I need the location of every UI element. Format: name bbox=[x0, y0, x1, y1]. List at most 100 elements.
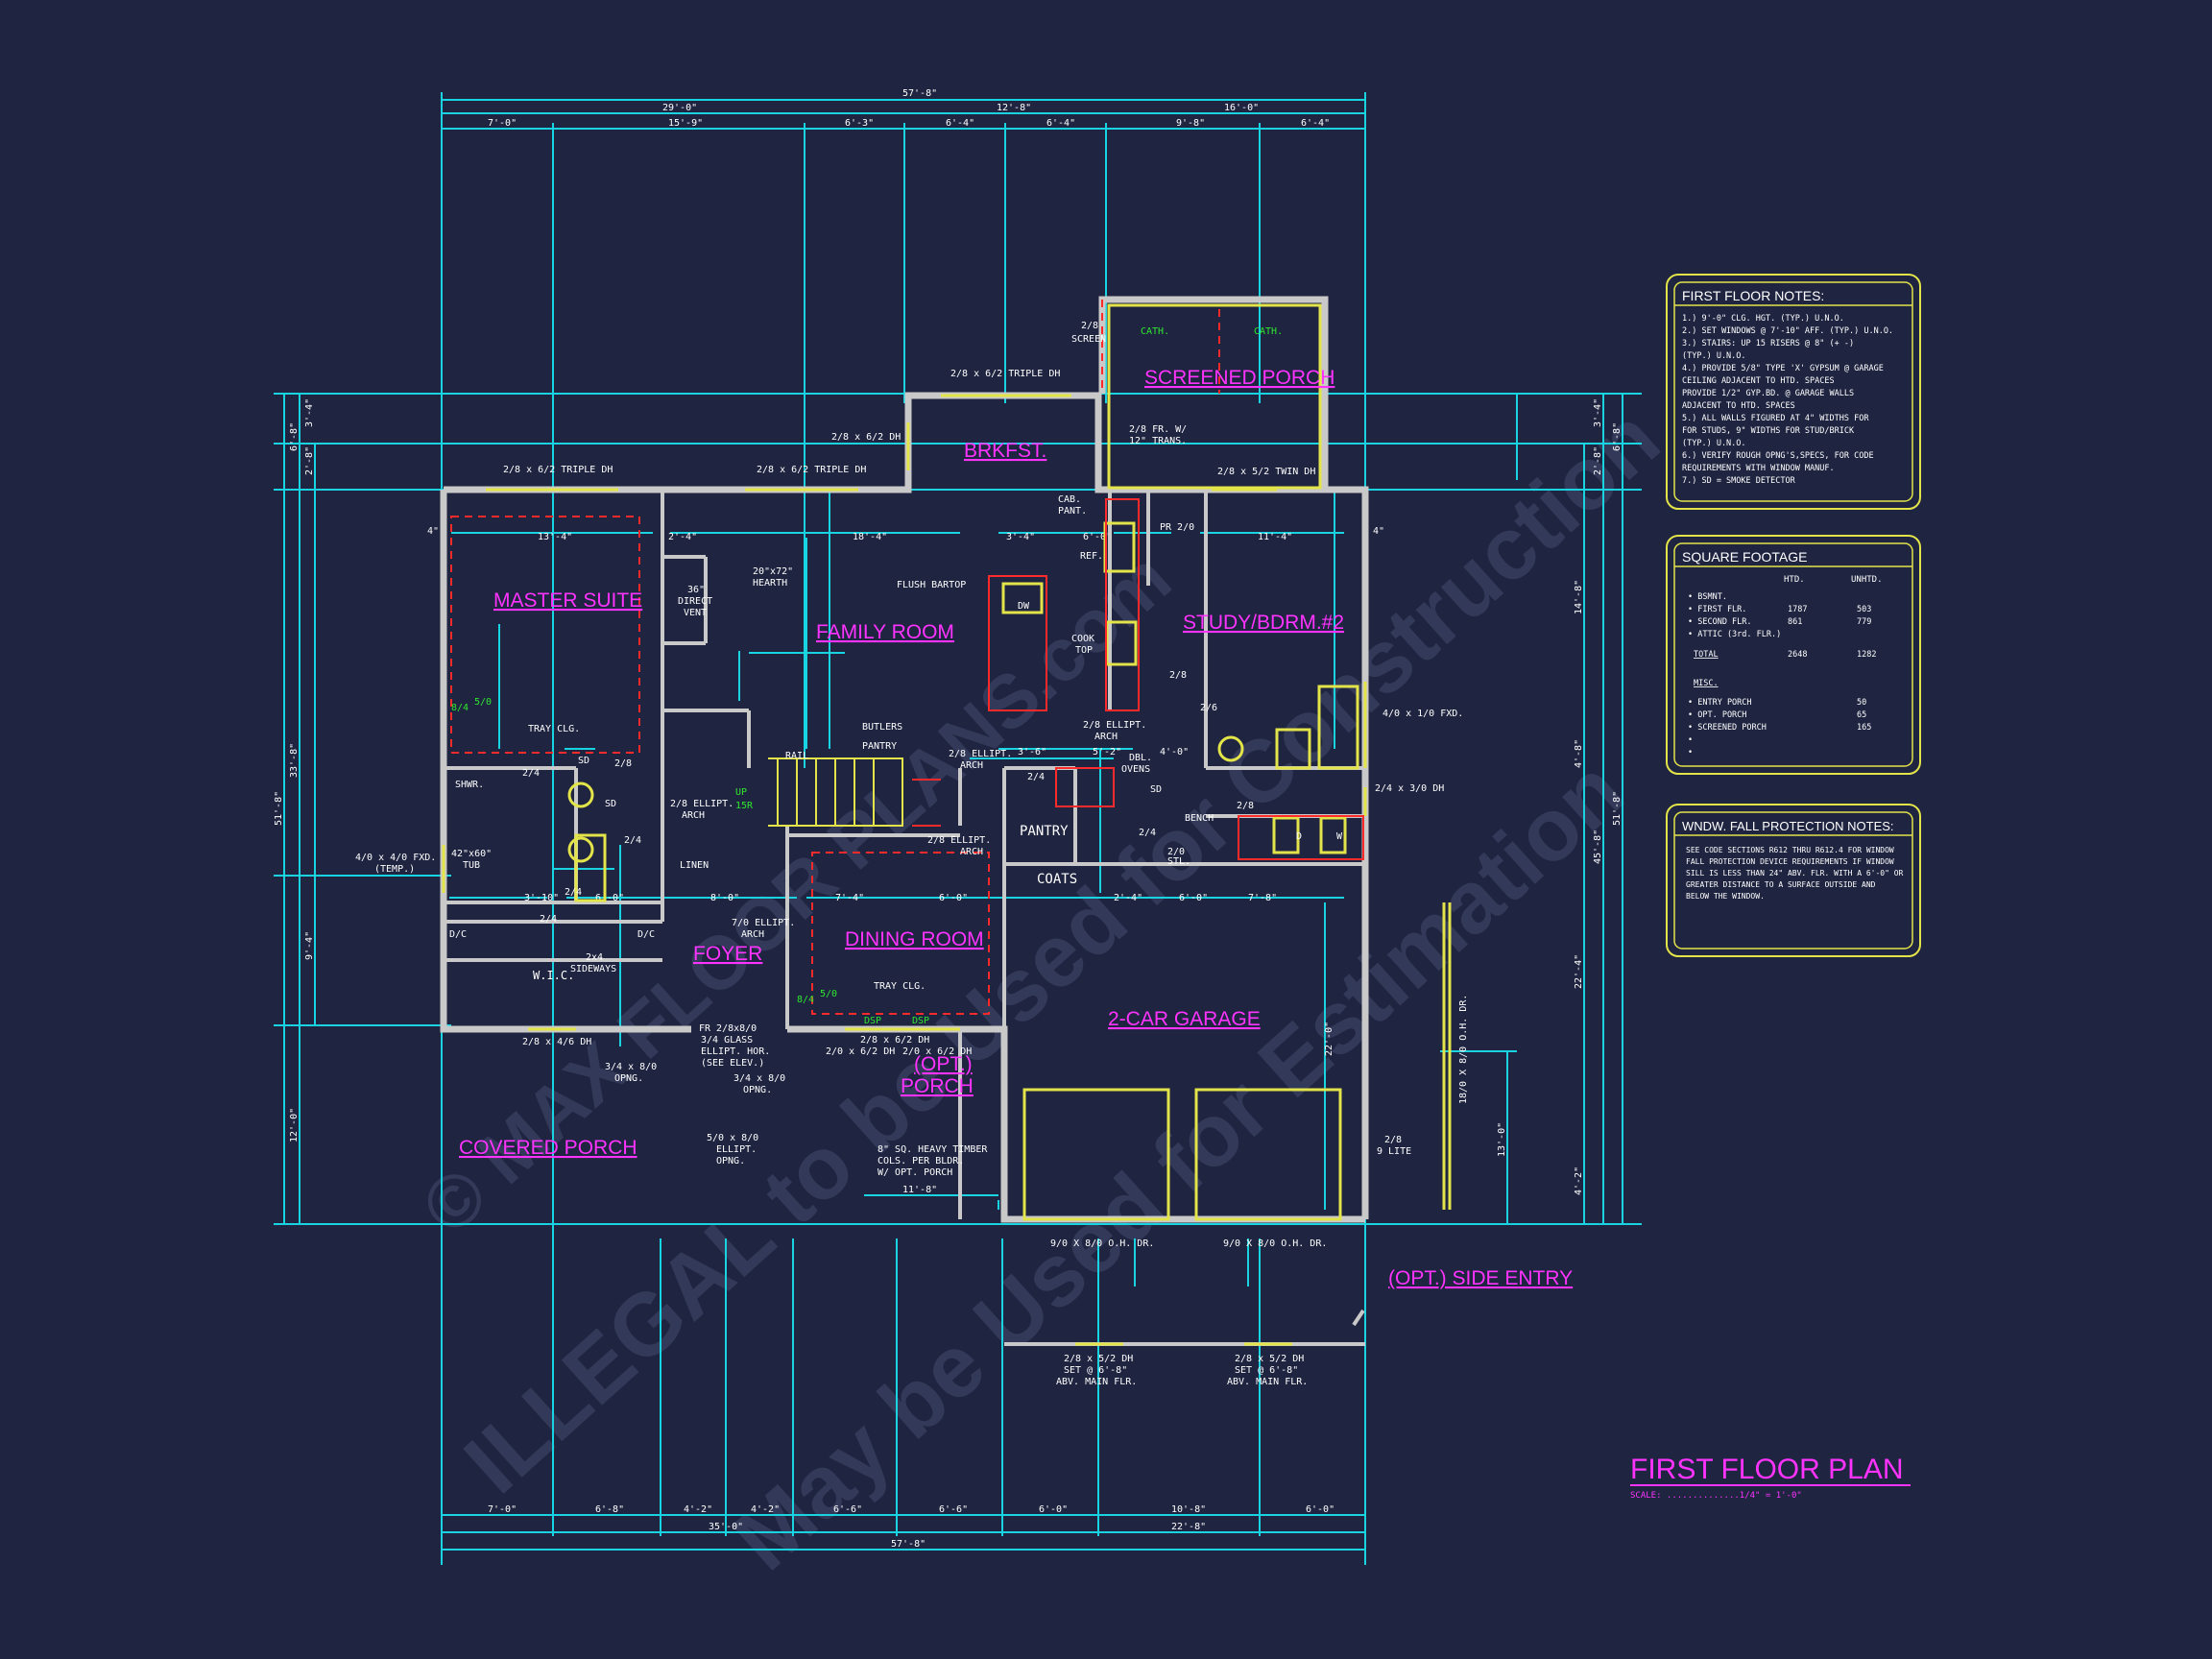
room-labels: MASTER SUITE FAMILY ROOM BRKFST. SCREENE… bbox=[459, 367, 1573, 1289]
callout-opng2b: OPNG. bbox=[743, 1085, 772, 1095]
callout-dw: DW bbox=[1018, 601, 1030, 612]
notes-line: (TYP.) U.N.O. bbox=[1682, 439, 1746, 448]
dim-left-a: 6'-8" bbox=[289, 422, 300, 451]
callout-pantry: PANTRY bbox=[1020, 824, 1069, 839]
notes-line: 6.) VERIFY ROUGH OPNG'S,SPECS, FOR CODE bbox=[1682, 451, 1874, 461]
sqft-misc-label: • bbox=[1688, 748, 1693, 757]
fall-title: WNDW. FALL PROTECTION NOTES: bbox=[1682, 819, 1894, 833]
dim-right-d: 2'-8" bbox=[1593, 446, 1603, 475]
room-label-master-suite: MASTER SUITE bbox=[493, 589, 642, 612]
callout-side-dh2b: SET @ 6'-8" bbox=[1235, 1365, 1298, 1376]
callout-dining-dh3: 2/8 x 6/2 DH bbox=[860, 1035, 929, 1046]
dim-22-0: 22'-0" bbox=[1324, 1022, 1334, 1056]
callout-cath1: CATH. bbox=[1141, 326, 1169, 337]
callout-opng2a: 3/4 x 8/0 bbox=[733, 1073, 785, 1084]
callout-rail: RAIL bbox=[785, 751, 808, 761]
callout-timber2: COLS. PER BLDR. bbox=[878, 1156, 964, 1166]
callout-door-5-0b: 5/0 bbox=[820, 989, 837, 999]
first-floor-notes-panel: FIRST FLOOR NOTES: 1.) 9'-0" CLG. HGT. (… bbox=[1666, 274, 1921, 510]
notes-line: 1.) 9'-0" CLG. HGT. (TYP.) U.N.O. bbox=[1682, 314, 1844, 324]
callout-bench: BENCH bbox=[1185, 813, 1214, 824]
dim-bot-7: 7'-0" bbox=[488, 1504, 517, 1515]
callout-fr-trans2: 12" TRANS. bbox=[1129, 436, 1187, 446]
callout-sideways1: 2x4 bbox=[586, 952, 603, 963]
sqft-misc-label: • SCREENED PORCH bbox=[1688, 723, 1767, 733]
sqft-misc-label: • OPT. PORCH bbox=[1688, 710, 1746, 720]
callout-win-study: 2/8 x 5/2 TWIN DH bbox=[1217, 467, 1315, 477]
dimension-lines bbox=[274, 92, 1642, 1565]
callout-dbl1: DBL. bbox=[1129, 753, 1152, 763]
dim-bot-6-6a: 6'-6" bbox=[833, 1504, 862, 1515]
dim-left-d: 12'-0" bbox=[289, 1108, 300, 1142]
dim-right-g: 22'-4" bbox=[1574, 954, 1584, 989]
notes-line: (TYP.) U.N.O. bbox=[1682, 351, 1746, 361]
dim-4-a: 4" bbox=[427, 526, 439, 537]
callout-cook2: TOP bbox=[1075, 645, 1093, 656]
title-block: FIRST FLOOR PLAN SCALE: ..............1/… bbox=[1630, 1454, 1911, 1501]
callout-side-oh: 18/0 X 8/0 O.H. DR. bbox=[1458, 995, 1469, 1104]
dim-2-4-b: 2'-4" bbox=[1114, 893, 1142, 903]
square-footage-panel: SQUARE FOOTAGE HTD. UNHTD. • BSMNT.• FIR… bbox=[1666, 535, 1921, 775]
dim-2-4: 2'-4" bbox=[668, 532, 697, 542]
callout-door-2-0: 2/0 bbox=[1167, 847, 1185, 857]
sqft-misc-label: • bbox=[1688, 735, 1693, 745]
dim-top-6-4a: 6'-4" bbox=[946, 118, 974, 129]
callout-coats: COATS bbox=[1037, 872, 1077, 887]
callout-laundry-d: D bbox=[1296, 831, 1302, 842]
callout-cab2: PANT. bbox=[1058, 506, 1087, 517]
callout-tray-clg2: TRAY CLG. bbox=[874, 981, 926, 992]
callout-dh-right-2: 2/8 bbox=[1237, 801, 1254, 811]
callout-dc1: D/C bbox=[449, 929, 467, 940]
callout-front-door2: 3/4 GLASS bbox=[701, 1035, 753, 1046]
callout-front-door4: (SEE ELEV.) bbox=[701, 1058, 764, 1069]
notes-line: 5.) ALL WALLS FIGURED AT 4" WIDTHS FOR bbox=[1682, 414, 1869, 423]
dim-bot-6-8: 6'-8" bbox=[595, 1504, 624, 1515]
callout-ellipt-opng2: ELLIPT. bbox=[716, 1144, 757, 1155]
callout-arch-c1: 2/8 ELLIPT. bbox=[1083, 720, 1146, 731]
callout-door-stl: STL. bbox=[1167, 856, 1190, 867]
room-label-garage: 2-CAR GARAGE bbox=[1108, 1008, 1261, 1030]
callout-door-2-4: 2/4 bbox=[522, 768, 540, 779]
dim-top-6-3: 6'-3" bbox=[845, 118, 874, 129]
callout-vent3: VENT bbox=[684, 608, 707, 618]
callout-dh-right: 2/4 x 3/0 DH bbox=[1375, 783, 1444, 794]
dimension-text: 57'-8" 29'-0" 12'-8" 16'-0" 7'-0" 15'-9"… bbox=[274, 88, 1623, 1550]
dim-6-0-c: 6'-0" bbox=[1179, 893, 1208, 903]
notes-lines: 1.) 9'-0" CLG. HGT. (TYP.) U.N.O.2.) SET… bbox=[1682, 314, 1893, 486]
callout-opng1a: 3/4 x 8/0 bbox=[605, 1062, 657, 1072]
callout-ellipt-opng1: 5/0 x 8/0 bbox=[707, 1133, 758, 1143]
sqft-row-unhtd: 779 bbox=[1857, 617, 1871, 627]
dim-6-0-d: 6'-0" bbox=[595, 893, 624, 903]
callout-arch-b1: 2/8 ELLIPT. bbox=[949, 749, 1012, 759]
callout-arch-c2: ARCH bbox=[1094, 732, 1118, 742]
plan-scale: SCALE: ..............1/4" = 1'-0" bbox=[1630, 1491, 1802, 1501]
fall-line: SEE CODE SECTIONS R612 THRU R612.4 FOR W… bbox=[1686, 846, 1894, 854]
callout-lite2: 9 LITE bbox=[1377, 1146, 1411, 1157]
callout-door-8-4: 8/4 bbox=[451, 703, 469, 713]
callout-side-dh1c: ABV. MAIN FLR. bbox=[1056, 1377, 1137, 1387]
room-label-porch: PORCH bbox=[901, 1075, 974, 1097]
callout-dh-mwic: 2/8 x 4/6 DH bbox=[522, 1037, 591, 1047]
sqft-misc-value: 165 bbox=[1857, 723, 1871, 733]
dim-top-7: 7'-0" bbox=[488, 118, 517, 129]
room-label-dining: DINING ROOM bbox=[845, 928, 984, 950]
callout-garage-door2: 9/0 X 8/0 O.H. DR. bbox=[1223, 1238, 1327, 1249]
kitchen-counter bbox=[912, 498, 1364, 860]
dim-top-6-4c: 6'-4" bbox=[1301, 118, 1330, 129]
callout-dining-dh1: 2/0 x 6/2 DH bbox=[826, 1046, 895, 1057]
callout-win-fam: 2/8 x 6/2 DH bbox=[831, 432, 901, 443]
notes-line: REQUIREMENTS WITH WINDOW MANUF. bbox=[1682, 464, 1835, 473]
callout-screen2: SCREEN bbox=[1071, 334, 1106, 345]
dim-11-4: 11'-4" bbox=[1258, 532, 1292, 542]
callout-timber1: 8" SQ. HEAVY TIMBER bbox=[878, 1144, 988, 1155]
dim-left-b: 3'-4" bbox=[304, 398, 315, 427]
callout-door-2-4-c: 2/4 bbox=[624, 835, 641, 846]
sqft-title: SQUARE FOOTAGE bbox=[1682, 549, 1807, 565]
dim-3-6: 3'-6" bbox=[1018, 747, 1046, 757]
callout-vent1: 36" bbox=[687, 585, 705, 595]
dim-6-0: 6'-0" bbox=[1083, 532, 1112, 542]
callout-dsp2: DSP bbox=[912, 1016, 929, 1026]
sqft-misc-value: 50 bbox=[1857, 698, 1866, 708]
green-labels: CATH. CATH. 8/4 5/0 UP 15R 8/4 5/0 DSP D… bbox=[451, 326, 1283, 1026]
